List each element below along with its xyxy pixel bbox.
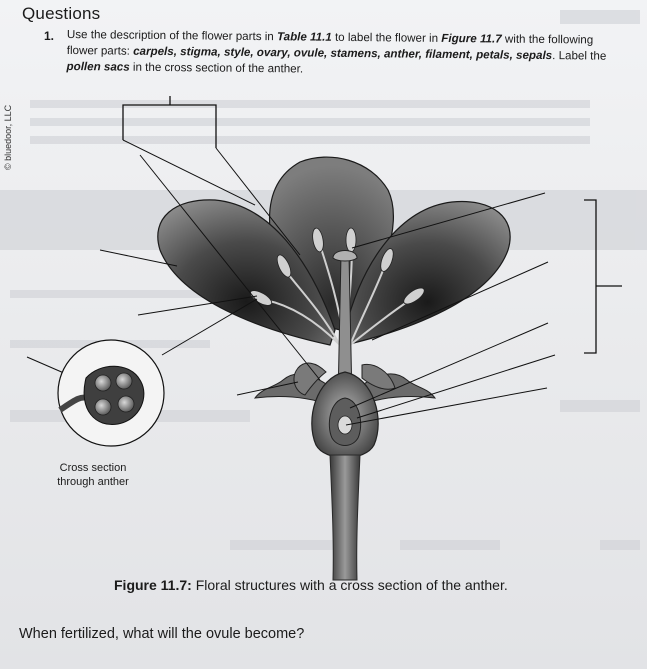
leader-lines [26, 139, 556, 426]
label-bracket-right [584, 199, 622, 354]
figure-caption-text: Floral structures with a cross section o… [191, 577, 508, 593]
anther-cross-section-inset [57, 339, 165, 447]
section-heading: Questions [22, 4, 101, 23]
figure-caption: Figure 11.7: Floral structures with a cr… [114, 577, 508, 593]
figure-caption-label: Figure 11.7: [114, 577, 192, 593]
ovule [337, 415, 353, 435]
inset-caption: Cross section through anther [57, 462, 129, 488]
label-bracket-top [122, 96, 217, 148]
stem [329, 454, 361, 581]
pollen-sacs [94, 372, 135, 416]
final-question: When fertilized, what will the ovule bec… [19, 626, 305, 642]
right-petal [344, 200, 511, 346]
question-number: 1. [44, 29, 55, 43]
stigma [332, 250, 358, 262]
right-sepal-upper [361, 363, 396, 390]
left-sepal-upper [293, 362, 327, 396]
